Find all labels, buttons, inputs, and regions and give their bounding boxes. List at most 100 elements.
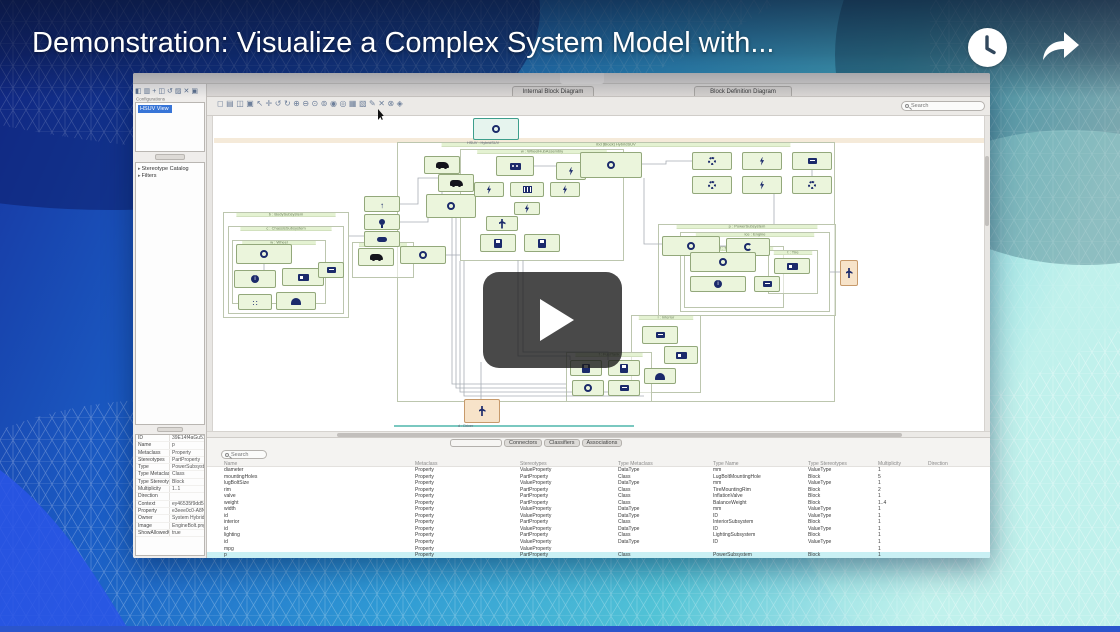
- diagram-block[interactable]: [426, 194, 476, 218]
- catalog-tree[interactable]: ▸Stereotype Catalog▸Filters: [135, 162, 205, 425]
- column-header[interactable]: Metaclass: [415, 461, 438, 466]
- diagram-block[interactable]: [524, 234, 560, 252]
- columns-icon[interactable]: ◫: [158, 87, 165, 95]
- connector-line[interactable]: [643, 178, 662, 245]
- bottom-tab-classifiers[interactable]: Classifiers: [544, 439, 580, 447]
- share-button[interactable]: [1037, 26, 1083, 68]
- tab-internal-block-diagram[interactable]: Internal Block Diagram: [512, 86, 594, 96]
- bottom-tab-associations[interactable]: Associations: [581, 439, 623, 447]
- play-button[interactable]: [483, 272, 622, 368]
- selected-view-item[interactable]: HSUV View: [138, 105, 172, 113]
- column-header[interactable]: Name: [224, 461, 238, 466]
- property-row[interactable]: Direction: [136, 493, 204, 501]
- undo-icon[interactable]: ↺: [274, 99, 282, 108]
- property-row[interactable]: Contextey46535f9dd51…: [136, 500, 204, 508]
- list-icon[interactable]: ▥: [143, 87, 151, 95]
- tab-block-definition-diagram[interactable]: Block Definition Diagram: [694, 86, 792, 96]
- add-icon[interactable]: +: [152, 87, 157, 95]
- diagram-block[interactable]: [473, 118, 519, 140]
- connector-line[interactable]: [463, 261, 644, 397]
- view-tree[interactable]: HSUV View: [135, 102, 205, 152]
- diagram-block[interactable]: [664, 346, 698, 364]
- diagram-block[interactable]: [792, 176, 832, 194]
- properties-panel[interactable]: ID39E14f4aGu51PN…NamepMetaclassPropertyS…: [135, 434, 205, 556]
- zoom-fit-icon[interactable]: ⊙: [311, 99, 319, 108]
- column-header[interactable]: Type Name: [713, 461, 739, 466]
- properties-icon[interactable]: ◈: [396, 99, 403, 108]
- diagram-block[interactable]: [792, 152, 832, 170]
- zoom-window-icon[interactable]: ◎: [339, 99, 347, 108]
- scrollbar-thumb[interactable]: [985, 156, 989, 226]
- canvas-horizontal-scrollbar[interactable]: [207, 431, 990, 437]
- diagram-block[interactable]: [234, 270, 276, 288]
- diagram-block[interactable]: [480, 234, 516, 252]
- column-header[interactable]: Stereotypes: [520, 461, 547, 466]
- connector-line[interactable]: [642, 160, 692, 165]
- property-row[interactable]: TypePowerSubsystem: [136, 464, 204, 472]
- diagram-block[interactable]: [840, 260, 858, 286]
- diagram-block[interactable]: [514, 202, 540, 215]
- tree-item[interactable]: ▸Filters: [136, 172, 204, 179]
- property-row[interactable]: Propertye3eee0c0-A8N7…: [136, 507, 204, 516]
- collapse-button[interactable]: [157, 427, 183, 432]
- scrollbar-thumb[interactable]: [337, 433, 902, 437]
- diagram-block[interactable]: [690, 252, 756, 272]
- diagram-block[interactable]: [690, 276, 746, 292]
- zoom-100-icon[interactable]: ◉: [329, 99, 337, 108]
- canvas-vertical-scrollbar[interactable]: [984, 116, 990, 437]
- diagram-block[interactable]: [550, 182, 580, 197]
- diagram-block[interactable]: [276, 292, 316, 310]
- draw-icon[interactable]: ✎: [369, 99, 376, 108]
- diagram-block[interactable]: [692, 152, 732, 170]
- panel-icon[interactable]: ◧: [135, 87, 142, 95]
- open-icon[interactable]: ▤: [226, 99, 234, 108]
- diagram-block[interactable]: [774, 258, 810, 274]
- bottom-tab-selected[interactable]: [450, 439, 502, 447]
- search-input[interactable]: [911, 103, 981, 109]
- redo-icon[interactable]: ↻: [283, 99, 291, 108]
- diagram-block[interactable]: [364, 214, 400, 230]
- save-icon[interactable]: ◫: [236, 99, 244, 108]
- layout-icon[interactable]: ▣: [191, 87, 198, 95]
- expand-arrow-icon[interactable]: ▸: [138, 172, 141, 179]
- diagram-block[interactable]: [474, 182, 504, 197]
- diagram-block[interactable]: [644, 368, 676, 384]
- pan-icon[interactable]: ✛: [265, 99, 273, 108]
- diagram-block[interactable]: [486, 216, 518, 231]
- diagram-block[interactable]: [496, 156, 534, 176]
- diagram-block[interactable]: [424, 156, 460, 174]
- property-row[interactable]: ShowAllowedCont…true: [136, 529, 204, 538]
- zoom-in-icon[interactable]: ⊕: [293, 99, 300, 108]
- disconnect-icon[interactable]: ⊗: [387, 99, 395, 108]
- column-header[interactable]: Direction: [928, 461, 948, 466]
- connector-line[interactable]: [382, 177, 438, 205]
- diagram-block[interactable]: [608, 380, 640, 396]
- canvas-left-scrollbar[interactable]: [207, 116, 213, 437]
- diagram-block[interactable]: [438, 174, 474, 192]
- diagram-block[interactable]: [464, 399, 500, 423]
- bottom-tab-connectors[interactable]: Connectors: [504, 439, 543, 447]
- property-row[interactable]: Type StereotypesBlock: [136, 478, 204, 487]
- watch-later-button[interactable]: [968, 28, 1007, 67]
- property-row[interactable]: Type MetaclassClass: [136, 471, 204, 479]
- diagram-block[interactable]: [236, 244, 292, 264]
- grid-icon[interactable]: ▦: [348, 99, 357, 108]
- column-header[interactable]: Type Metaclass: [618, 461, 653, 466]
- column-header[interactable]: Type Stereotypes: [808, 461, 847, 466]
- property-row[interactable]: ID39E14f4aGu51PN…: [136, 435, 204, 443]
